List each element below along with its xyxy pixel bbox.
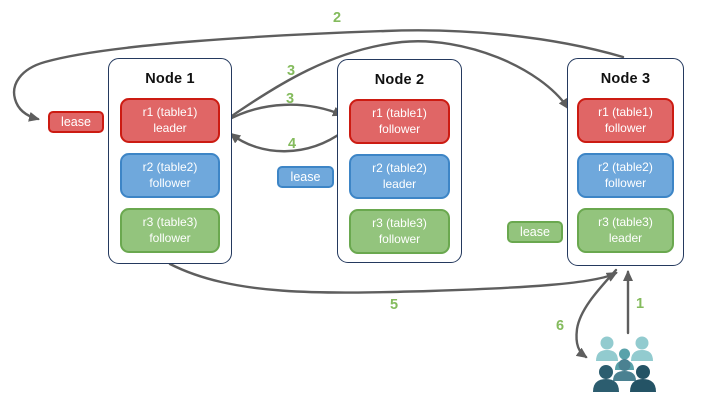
replica-box-r3-node1: r3 (table3) follower [120,208,220,253]
replica-box-r1-node2: r1 (table1) follower [349,99,450,144]
replica-name: r1 (table1) [598,104,653,119]
replica-box-r1-node1: r1 (table1) leader [120,98,220,143]
step-label-6: 6 [555,318,565,334]
step-label-3a: 3 [286,63,296,79]
node-title: Node 2 [374,71,425,88]
replica-role: follower [604,175,647,190]
person-icon [596,336,618,361]
step-label-4: 4 [287,136,297,152]
replica-name: r3 (table3) [372,215,427,230]
replica-name: r2 (table2) [372,160,427,175]
person-icon [593,365,619,392]
replica-box-r2-node2: r2 (table2) leader [349,154,450,199]
arrow-step4-node2-to-leader [229,129,346,153]
arrow-step2-node3-to-lease [12,29,625,122]
arrow-step3-leader-to-node2 [224,103,344,123]
step-label-5: 5 [389,297,399,313]
replica-role: follower [149,230,191,245]
lease-badge-red: lease [48,111,104,133]
replica-name: r1 (table1) [372,105,427,120]
replica-name: r3 (table3) [142,214,198,229]
lease-badge-blue: lease [277,166,334,188]
replica-name: r2 (table2) [598,159,653,174]
arrow-step6-node3-to-users [575,268,618,359]
replica-box-r2-node3: r2 (table2) follower [577,153,674,198]
replica-box-r3-node2: r3 (table3) follower [349,209,450,254]
arrow-step3-leader-to-node3 [224,40,570,122]
replica-box-r3-node3: r3 (table3) leader [577,208,674,253]
replica-name: r3 (table3) [598,214,653,229]
replica-name: r1 (table1) [142,104,198,119]
person-icon [631,336,653,361]
node-box-3: Node 3 r1 (table1) follower r2 (table2) … [567,58,684,266]
replica-role: follower [378,121,421,136]
replica-name: r2 (table2) [142,159,198,174]
replica-box-r2-node1: r2 (table2) follower [120,153,220,198]
node-title: Node 1 [145,70,195,87]
person-icon [613,359,636,381]
node-title: Node 3 [600,70,651,87]
replica-role: leader [608,230,643,245]
lease-badge-green: lease [507,221,563,243]
replica-role: follower [378,231,421,246]
replica-role: follower [149,175,191,190]
replica-role: leader [382,176,417,191]
step-label-1: 1 [635,296,645,312]
step-label-3b: 3 [285,91,295,107]
replica-role: leader [153,120,187,135]
users-group-icon [593,336,656,392]
replica-role: follower [604,120,647,135]
node-box-2: Node 2 r1 (table1) follower r2 (table2) … [337,59,462,263]
arrow-step5-node1-to-node3 [168,262,618,294]
node-box-1: Node 1 r1 (table1) leader r2 (table2) fo… [108,58,232,264]
person-icon [630,365,656,392]
step-label-2: 2 [332,10,342,26]
replica-box-r1-node3: r1 (table1) follower [577,98,674,143]
